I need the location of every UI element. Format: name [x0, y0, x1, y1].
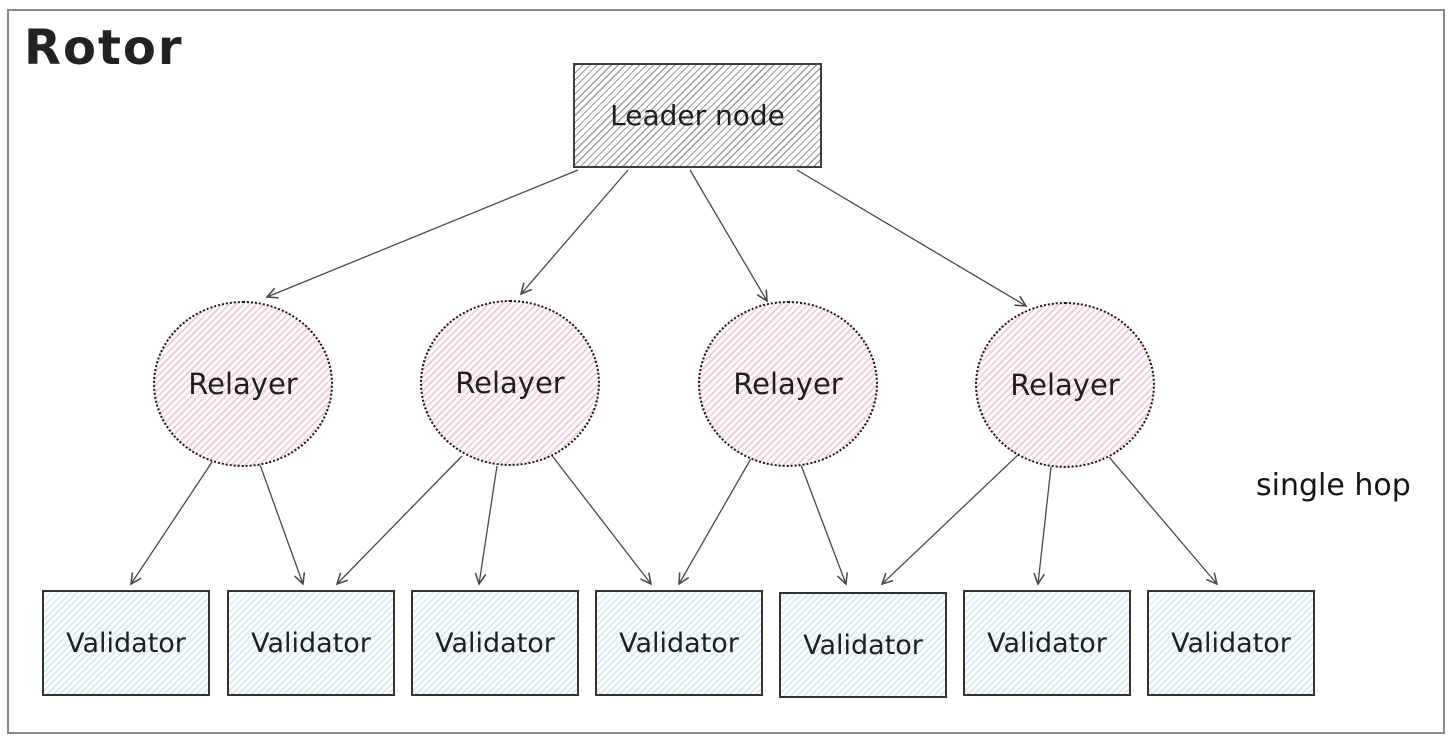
node-validator-7-label: Validator — [1171, 627, 1291, 659]
node-leader: Leader node — [573, 63, 822, 168]
node-validator-5-label: Validator — [803, 629, 923, 661]
node-validator-1-label: Validator — [66, 627, 186, 659]
node-relayer-4: Relayer — [975, 302, 1155, 468]
node-validator-3-label: Validator — [435, 627, 555, 659]
node-validator-3: Validator — [411, 590, 579, 696]
diagram-title: Rotor — [24, 20, 184, 76]
node-validator-7: Validator — [1147, 590, 1315, 696]
node-relayer-1-label: Relayer — [188, 367, 298, 401]
node-validator-4-label: Validator — [619, 627, 739, 659]
node-validator-6: Validator — [963, 590, 1131, 696]
node-validator-1: Validator — [42, 590, 210, 696]
node-validator-5: Validator — [779, 592, 947, 698]
node-relayer-2-label: Relayer — [455, 366, 565, 400]
node-leader-label: Leader node — [610, 99, 785, 132]
node-relayer-3: Relayer — [698, 301, 878, 467]
node-relayer-3-label: Relayer — [733, 367, 843, 401]
node-validator-2: Validator — [227, 590, 395, 696]
node-relayer-1: Relayer — [153, 301, 333, 467]
node-validator-6-label: Validator — [987, 627, 1107, 659]
node-relayer-4-label: Relayer — [1010, 368, 1120, 402]
node-validator-2-label: Validator — [251, 627, 371, 659]
node-validator-4: Validator — [595, 590, 763, 696]
node-relayer-2: Relayer — [420, 300, 600, 466]
single-hop-label: single hop — [1256, 468, 1411, 503]
